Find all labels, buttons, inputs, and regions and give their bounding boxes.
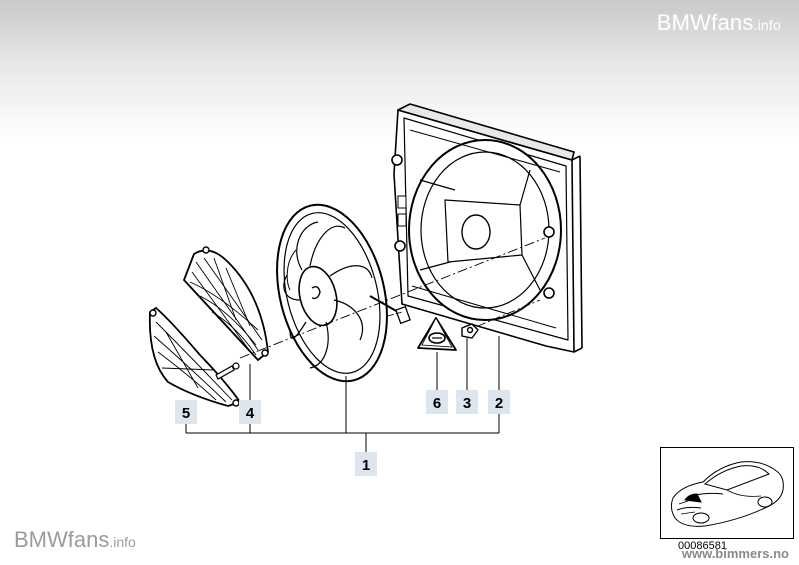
site-url: www.bimmers.no [681, 546, 789, 561]
motor-plug [395, 305, 411, 325]
watermark-suffix: .info [753, 17, 781, 33]
callout-label: 4 [246, 405, 255, 422]
callout-4: 4 [239, 400, 261, 424]
callout-6: 6 [426, 390, 448, 414]
watermark-brand: BMWfans [656, 10, 754, 35]
vehicle-thumbnail [660, 447, 794, 539]
diagram-id: 00086581 [678, 540, 727, 552]
leader-lines [185, 336, 500, 452]
assembly-axis-nut [477, 299, 541, 327]
watermark-suffix: .info [109, 534, 136, 550]
watermark-brand: BMWfans [14, 527, 110, 552]
fan-shroud [391, 103, 583, 353]
nut [461, 323, 479, 339]
fan-grille-inner [182, 246, 269, 362]
callout-label: 1 [362, 457, 370, 474]
warning-label-icon [417, 317, 457, 351]
callout-label: 6 [433, 395, 441, 412]
assembly-axis-plug [387, 311, 403, 317]
car-icon [670, 461, 784, 527]
callout-3: 3 [456, 390, 478, 414]
watermark-bottom: BMWfans.info [14, 527, 136, 553]
callout-1: 1 [355, 452, 377, 476]
assembly-axis [239, 237, 546, 359]
screw [215, 362, 240, 380]
watermark-top: BMWfans.info [657, 10, 781, 36]
callout-2: 2 [488, 390, 510, 414]
fan-wheel [276, 203, 399, 383]
fan-grille-outer [148, 306, 242, 407]
callout-label: 5 [182, 405, 190, 422]
callout-label: 2 [495, 395, 503, 412]
callout-5: 5 [175, 400, 197, 424]
callout-label: 3 [463, 395, 471, 412]
